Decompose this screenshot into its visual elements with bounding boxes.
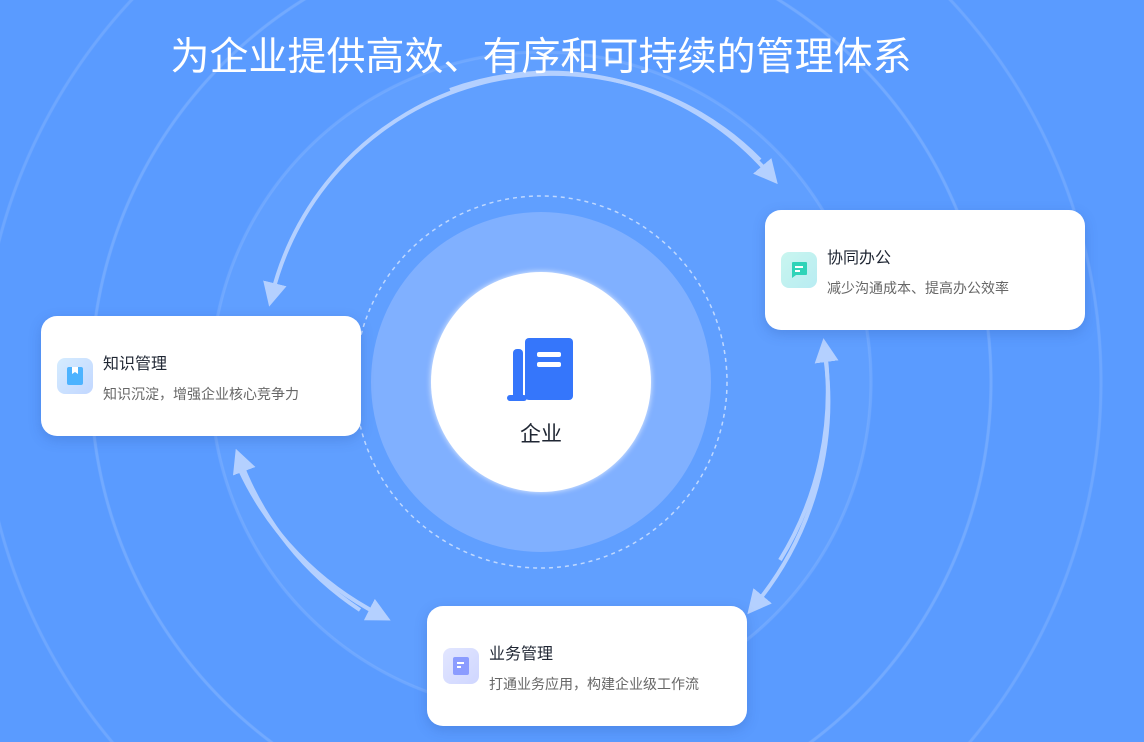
card-description: 知识沉淀，增强企业核心竞争力: [103, 387, 299, 403]
book-icon: [507, 338, 573, 401]
card-collaborative-office[interactable]: 协同办公 减少沟通成本、提高办公效率: [765, 210, 1085, 330]
card-title: 业务管理: [489, 644, 554, 663]
card-business-management[interactable]: 业务管理 打通业务应用，构建企业级工作流: [427, 606, 747, 726]
arrow-top-right: [449, 70, 778, 185]
page-title: 为企业提供高效、有序和可持续的管理体系: [170, 35, 912, 80]
card-knowledge-management[interactable]: 知识管理 知识沉淀，增强企业核心竞争力: [41, 316, 361, 436]
arrow-bottom-right: [778, 338, 839, 562]
card-title: 协同办公: [827, 248, 892, 267]
document-icon: [443, 648, 479, 684]
card-title: 知识管理: [103, 354, 168, 373]
chat-icon: [781, 252, 817, 288]
card-description: 打通业务应用，构建企业级工作流: [489, 677, 699, 693]
card-description: 减少沟通成本、提高办公效率: [827, 281, 1009, 297]
center-enterprise: 企业: [431, 272, 651, 492]
center-label: 企业: [520, 422, 562, 446]
bookmark-icon: [57, 358, 93, 394]
arrow-left-bottom: [238, 469, 391, 621]
arrow-bottom-left: [232, 448, 362, 612]
